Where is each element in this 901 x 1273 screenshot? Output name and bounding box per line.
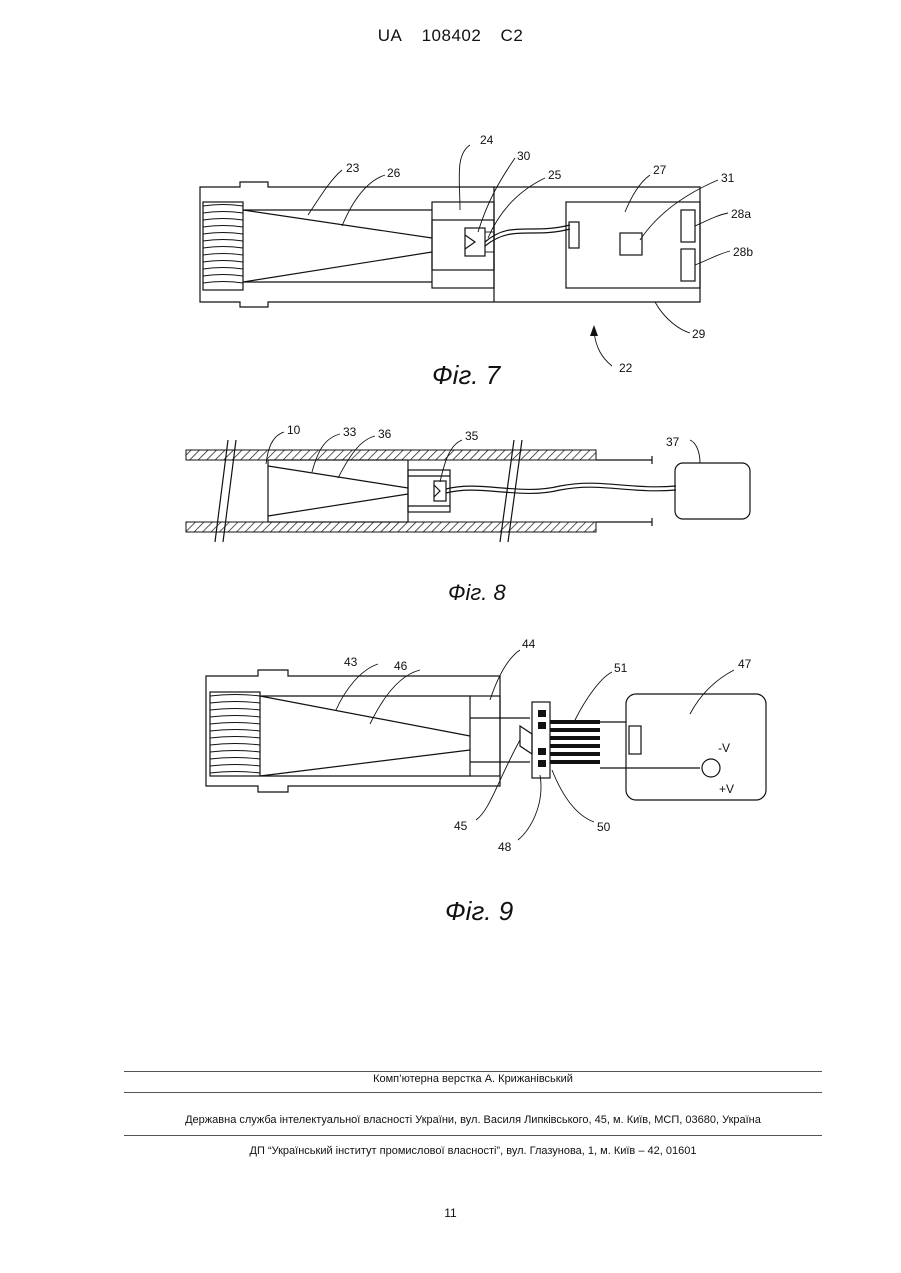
label-31: 31 bbox=[721, 171, 735, 185]
label-25: 25 bbox=[548, 168, 562, 182]
label-45: 45 bbox=[454, 819, 468, 833]
label-28b: 28b bbox=[733, 245, 753, 259]
footer-rule-top bbox=[124, 1071, 822, 1072]
label-36: 36 bbox=[378, 427, 392, 441]
footer-layout-credit: Комп’ютерна верстка А. Крижанівський bbox=[124, 1073, 822, 1085]
label-24: 24 bbox=[480, 133, 494, 147]
figure-7: 23 26 24 30 25 27 31 28a 28b 29 22 Фіг. … bbox=[0, 120, 901, 390]
label-46: 46 bbox=[394, 659, 408, 673]
country-code: UA bbox=[378, 26, 403, 45]
kind-code: C2 bbox=[501, 26, 524, 45]
label-50: 50 bbox=[597, 820, 611, 834]
label-37: 37 bbox=[666, 435, 680, 449]
label-10: 10 bbox=[287, 423, 301, 437]
label-30: 30 bbox=[517, 149, 531, 163]
patent-header: UA 108402 C2 bbox=[0, 26, 901, 46]
label-44: 44 bbox=[522, 637, 536, 651]
footer-rule-middle bbox=[124, 1092, 822, 1093]
figure-9: 43 46 44 51 47 -V +V 45 48 50 Фіг. 9 bbox=[0, 630, 901, 930]
label-22: 22 bbox=[619, 361, 633, 375]
label-28a: 28a bbox=[731, 207, 751, 221]
patent-number: 108402 bbox=[422, 26, 482, 45]
figure-8-caption: Фіг. 8 bbox=[448, 580, 506, 605]
page-number: 11 bbox=[0, 1206, 901, 1220]
figure-8: 10 33 36 35 37 Фіг. 8 bbox=[0, 420, 901, 610]
label-43: 43 bbox=[344, 655, 358, 669]
label-23: 23 bbox=[346, 161, 360, 175]
label-plus-v: +V bbox=[719, 782, 734, 796]
footer-institute: ДП “Український інститут промислової вла… bbox=[124, 1145, 822, 1157]
footer-ip-service: Державна служба інтелектуальної власност… bbox=[124, 1114, 822, 1126]
label-51: 51 bbox=[614, 661, 628, 675]
label-minus-v: -V bbox=[718, 741, 730, 755]
label-47: 47 bbox=[738, 657, 752, 671]
label-26: 26 bbox=[387, 166, 401, 180]
label-27: 27 bbox=[653, 163, 667, 177]
figure-9-caption: Фіг. 9 bbox=[445, 896, 513, 926]
label-35: 35 bbox=[465, 429, 479, 443]
label-33: 33 bbox=[343, 425, 357, 439]
figure-7-caption: Фіг. 7 bbox=[432, 360, 502, 390]
label-48: 48 bbox=[498, 840, 512, 854]
footer-rule-bottom bbox=[124, 1135, 822, 1136]
label-29: 29 bbox=[692, 327, 706, 341]
